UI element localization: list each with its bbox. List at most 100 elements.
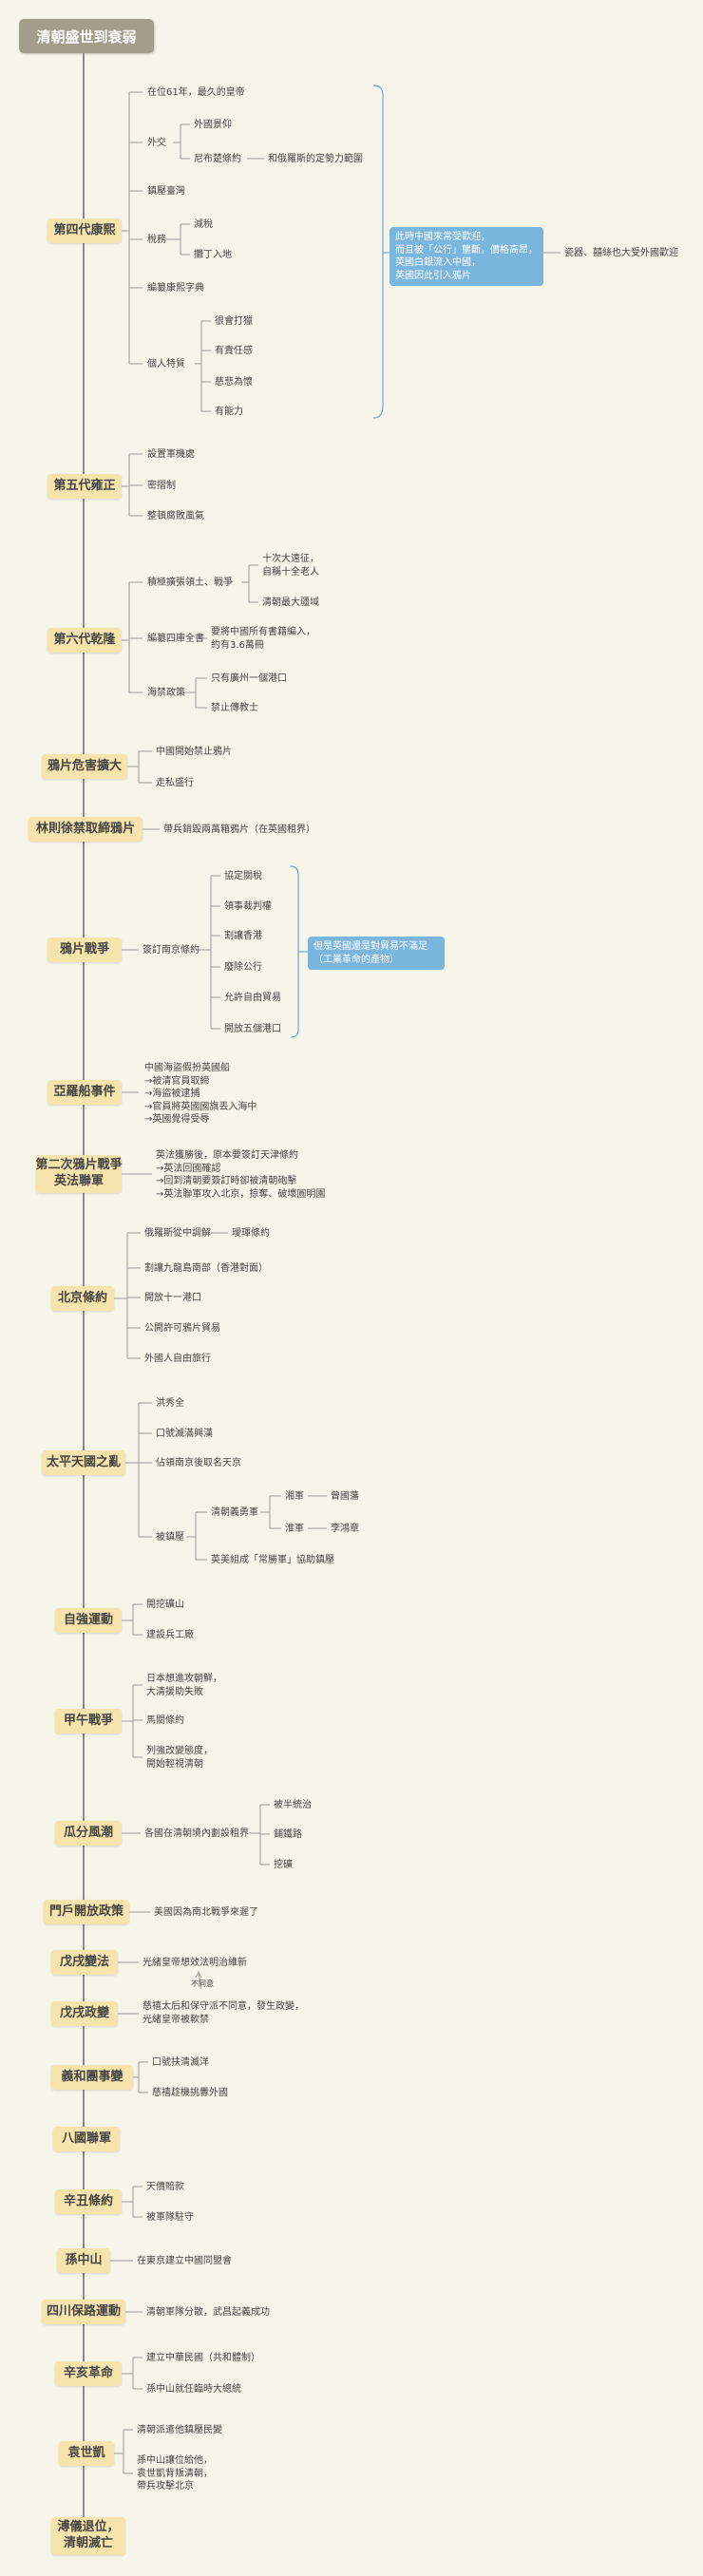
- arrow-text-line-3: →海盜被逮捕: [144, 1089, 200, 1099]
- opium-harm-item-1: 中國開始禁止鴉片: [156, 747, 232, 757]
- kangxi-callout: 此時中國來常受歡迎， 而且被「公行」壟斷，價格高昂， 英國白銀流入中國， 英國因…: [390, 227, 543, 286]
- taiping-huai-army: 淮軍: [285, 1524, 304, 1534]
- qianlong-war-1-line-1: 十次大遠征，: [262, 554, 319, 564]
- wuxu-reform-item-1: 光緒皇帝想效法明治維新: [142, 1958, 247, 1968]
- topic-beijing-treaty: 北京條約: [51, 1286, 114, 1311]
- topic-yongzheng: 第五代雍正: [48, 474, 122, 499]
- topic-yuan-shikai: 袁世凱: [59, 2441, 114, 2466]
- opium-war-term-2: 領事裁判權: [224, 901, 272, 912]
- xinchou-item-1: 天價賠款: [146, 2182, 184, 2192]
- jiawu-item-1-line-1: 日本想進攻朝鮮，: [146, 1674, 222, 1684]
- second-war-text-line-2: →英法回國確認: [156, 1163, 221, 1174]
- kangxi-trait-4: 有能力: [215, 407, 243, 417]
- taiping-item-4: 被鎮壓: [156, 1532, 184, 1543]
- beijing-item-1a: 璦琿條約: [232, 1228, 270, 1239]
- taiping-volunteer-army: 清朝義勇軍: [211, 1507, 258, 1518]
- yongzheng-item-3: 整頓腐敗風氣: [147, 511, 204, 521]
- jiawu-item-3-line-1: 列強改變態度，: [146, 1746, 213, 1756]
- guafen-item-1a: 被半統治: [274, 1800, 312, 1810]
- second-war-text-line-3: →回到清朝要簽訂時卻被清朝砲擊: [156, 1176, 297, 1186]
- topic-xinchou-treaty: 辛丑條約: [55, 2189, 122, 2214]
- wuxu-coup-item-1: 慈禧太后和保守派不同意，發生政變， 光緒皇帝被軟禁: [142, 2000, 304, 2026]
- arrow-text-line-4: →官員將英國國旗丟入海中: [144, 1101, 257, 1112]
- opendoor-item-1: 美國因為南北戰爭來遲了: [154, 1907, 258, 1918]
- taiping-item-1: 洪秀全: [156, 1398, 184, 1409]
- kangxi-callout-line-1: 此時中國來常受歡迎，: [395, 232, 490, 242]
- kangxi-diplomacy: 外交: [147, 138, 166, 148]
- taiping-item-3: 佔領南京後取名天京: [156, 1458, 241, 1468]
- guafen-item-1: 各國在清朝境內劃設租界: [144, 1828, 249, 1839]
- yuan-item-1: 清朝派遣他鎮壓民變: [137, 2425, 222, 2435]
- jiawu-item-2: 馬關條約: [146, 1715, 184, 1726]
- sun-item-1: 在東京建立中國同盟會: [137, 2256, 232, 2266]
- yuan-item-2-line-3: 帶兵攻擊北京: [137, 2481, 194, 2491]
- boxer-item-2: 慈禧趁機挑釁外國: [152, 2088, 228, 2098]
- qianlong-siku-1-line-2: 約有3.6萬冊: [211, 639, 264, 651]
- second-war-text-line-4: →英法聯軍攻入北京，掠奪、破壞圓明園: [156, 1188, 326, 1200]
- qianlong-siku-1-line-1: 要將中國所有書籍編入，: [211, 627, 315, 637]
- wuxu-coup-line-2: 光緒皇帝被軟禁: [142, 2014, 209, 2025]
- kangxi-callout-line-4: 英國因此引入鴉片: [395, 270, 471, 281]
- guafen-item-1c: 挖礦: [274, 1860, 293, 1870]
- yongzheng-item-1: 設置軍機處: [147, 449, 195, 460]
- kangxi-diplomacy-2: 尼布楚條約: [194, 154, 241, 164]
- topic-wuxu-reform: 戊戌變法: [51, 1950, 118, 1975]
- opium-war-term-4: 廢除公行: [224, 962, 262, 973]
- kangxi-tax-1: 減稅: [194, 219, 213, 230]
- topic-opium-harm: 鴉片危害擴大: [42, 754, 127, 779]
- topic-open-door: 門戶開放政策: [44, 1900, 129, 1924]
- kangxi-reign: 在位61年，最久的皇帝: [147, 87, 245, 98]
- wuxu-disagree-note: 不同意: [191, 1979, 214, 1988]
- second-war-title-line-1: 第二次鴉片戰爭: [35, 1158, 123, 1173]
- beijing-item-2: 割讓九龍島南部（香港對面）: [144, 1263, 268, 1274]
- kangxi-tax: 稅務: [147, 235, 166, 245]
- xinchou-item-2: 被軍隊駐守: [146, 2212, 194, 2223]
- jiawu-item-1: 日本想進攻朝鮮， 大清援助失敗: [146, 1673, 222, 1698]
- kangxi-trait-3: 慈悲為懷: [215, 377, 253, 388]
- taiping-ever-victorious: 英美組成「常勝軍」協助鎮壓: [211, 1555, 334, 1565]
- qianlong-war-1-line-2: 自稱十全老人: [262, 566, 319, 578]
- jiawu-item-1-line-2: 大清援助失敗: [146, 1686, 203, 1697]
- beijing-item-3: 開放十一港口: [144, 1293, 201, 1303]
- wuxu-coup-line-1: 慈禧太后和保守派不同意，發生政變，: [142, 2001, 304, 2012]
- qianlong-haijin-1: 只有廣州一個港口: [211, 673, 287, 684]
- kangxi-callout-line-3: 英國白銀流入中國，: [395, 257, 481, 268]
- taiping-xiang-army: 湘軍: [285, 1491, 304, 1502]
- kangxi-traits: 個人特質: [147, 359, 185, 369]
- beijing-item-4: 公開許可鴉片貿易: [144, 1323, 220, 1334]
- qianlong-haijin: 海禁政策: [147, 688, 185, 698]
- second-war-title-line-2: 英法聯軍: [53, 1174, 104, 1188]
- kangxi-trade: 瓷器、囍絲也大受外國歡迎: [564, 248, 678, 258]
- opium-war-term-1: 協定關稅: [224, 871, 262, 881]
- topic-boxer: 義和團事變: [51, 2065, 133, 2090]
- root-title: 清朝盛世到衰弱: [19, 19, 154, 53]
- opium-war-term-6: 開放五個港口: [224, 1024, 281, 1034]
- kangxi-diplomacy-1: 外國景仰: [194, 120, 232, 130]
- opium-war-term-5: 允許自由貿易: [224, 993, 281, 1003]
- topic-xinhai-revolution: 辛亥革命: [55, 2361, 122, 2386]
- xinhai-item-1: 建立中華民國（共和體制）: [146, 2353, 260, 2363]
- beijing-item-1: 俄羅斯從中調解: [144, 1228, 211, 1239]
- kangxi-tax-2: 攤丁入地: [194, 250, 232, 260]
- topic-wuxu-coup: 戊戌政變: [51, 2001, 118, 2026]
- topic-sun-yatsen: 孫中山: [57, 2248, 110, 2273]
- qianlong-war-1: 十次大遠征， 自稱十全老人: [262, 553, 319, 578]
- topic-jiawu-war: 甲午戰爭: [55, 1709, 122, 1733]
- opium-war-treaty: 簽訂南京條約: [142, 945, 200, 956]
- topic-taiping: 太平天國之亂: [42, 1450, 125, 1475]
- end-title-line-1: 溥儀退位，: [57, 2520, 120, 2535]
- topic-kangxi: 第四代康熙: [48, 218, 122, 243]
- linzexu-item-1: 帶兵銷毀兩萬箱鴉片（在英國租界）: [163, 824, 315, 835]
- beijing-item-5: 外國人自由旅行: [144, 1354, 211, 1364]
- kangxi-trait-2: 有責任感: [215, 346, 253, 356]
- topic-arrow-incident: 亞羅船事件: [48, 1080, 122, 1105]
- kangxi-diplomacy-2a: 和俄羅斯的定勢力範圍: [268, 154, 363, 164]
- topic-second-opium-war: 第二次鴉片戰爭 英法聯軍: [35, 1155, 123, 1193]
- end-title-line-2: 清朝滅亡: [63, 2536, 113, 2550]
- qianlong-siku: 編纂四庫全書: [147, 634, 204, 644]
- yuan-item-2-line-1: 孫中山讓位給他，: [137, 2455, 213, 2466]
- qianlong-siku-1: 要將中國所有書籍編入， 約有3.6萬冊: [211, 626, 315, 652]
- taiping-zeng-guofan: 曾國藩: [331, 1491, 359, 1502]
- second-war-text-line-1: 英法獲勝後，原本要簽訂天津條約: [156, 1150, 298, 1161]
- jiawu-item-3: 列強改變態度， 開始輕視清朝: [146, 1745, 213, 1771]
